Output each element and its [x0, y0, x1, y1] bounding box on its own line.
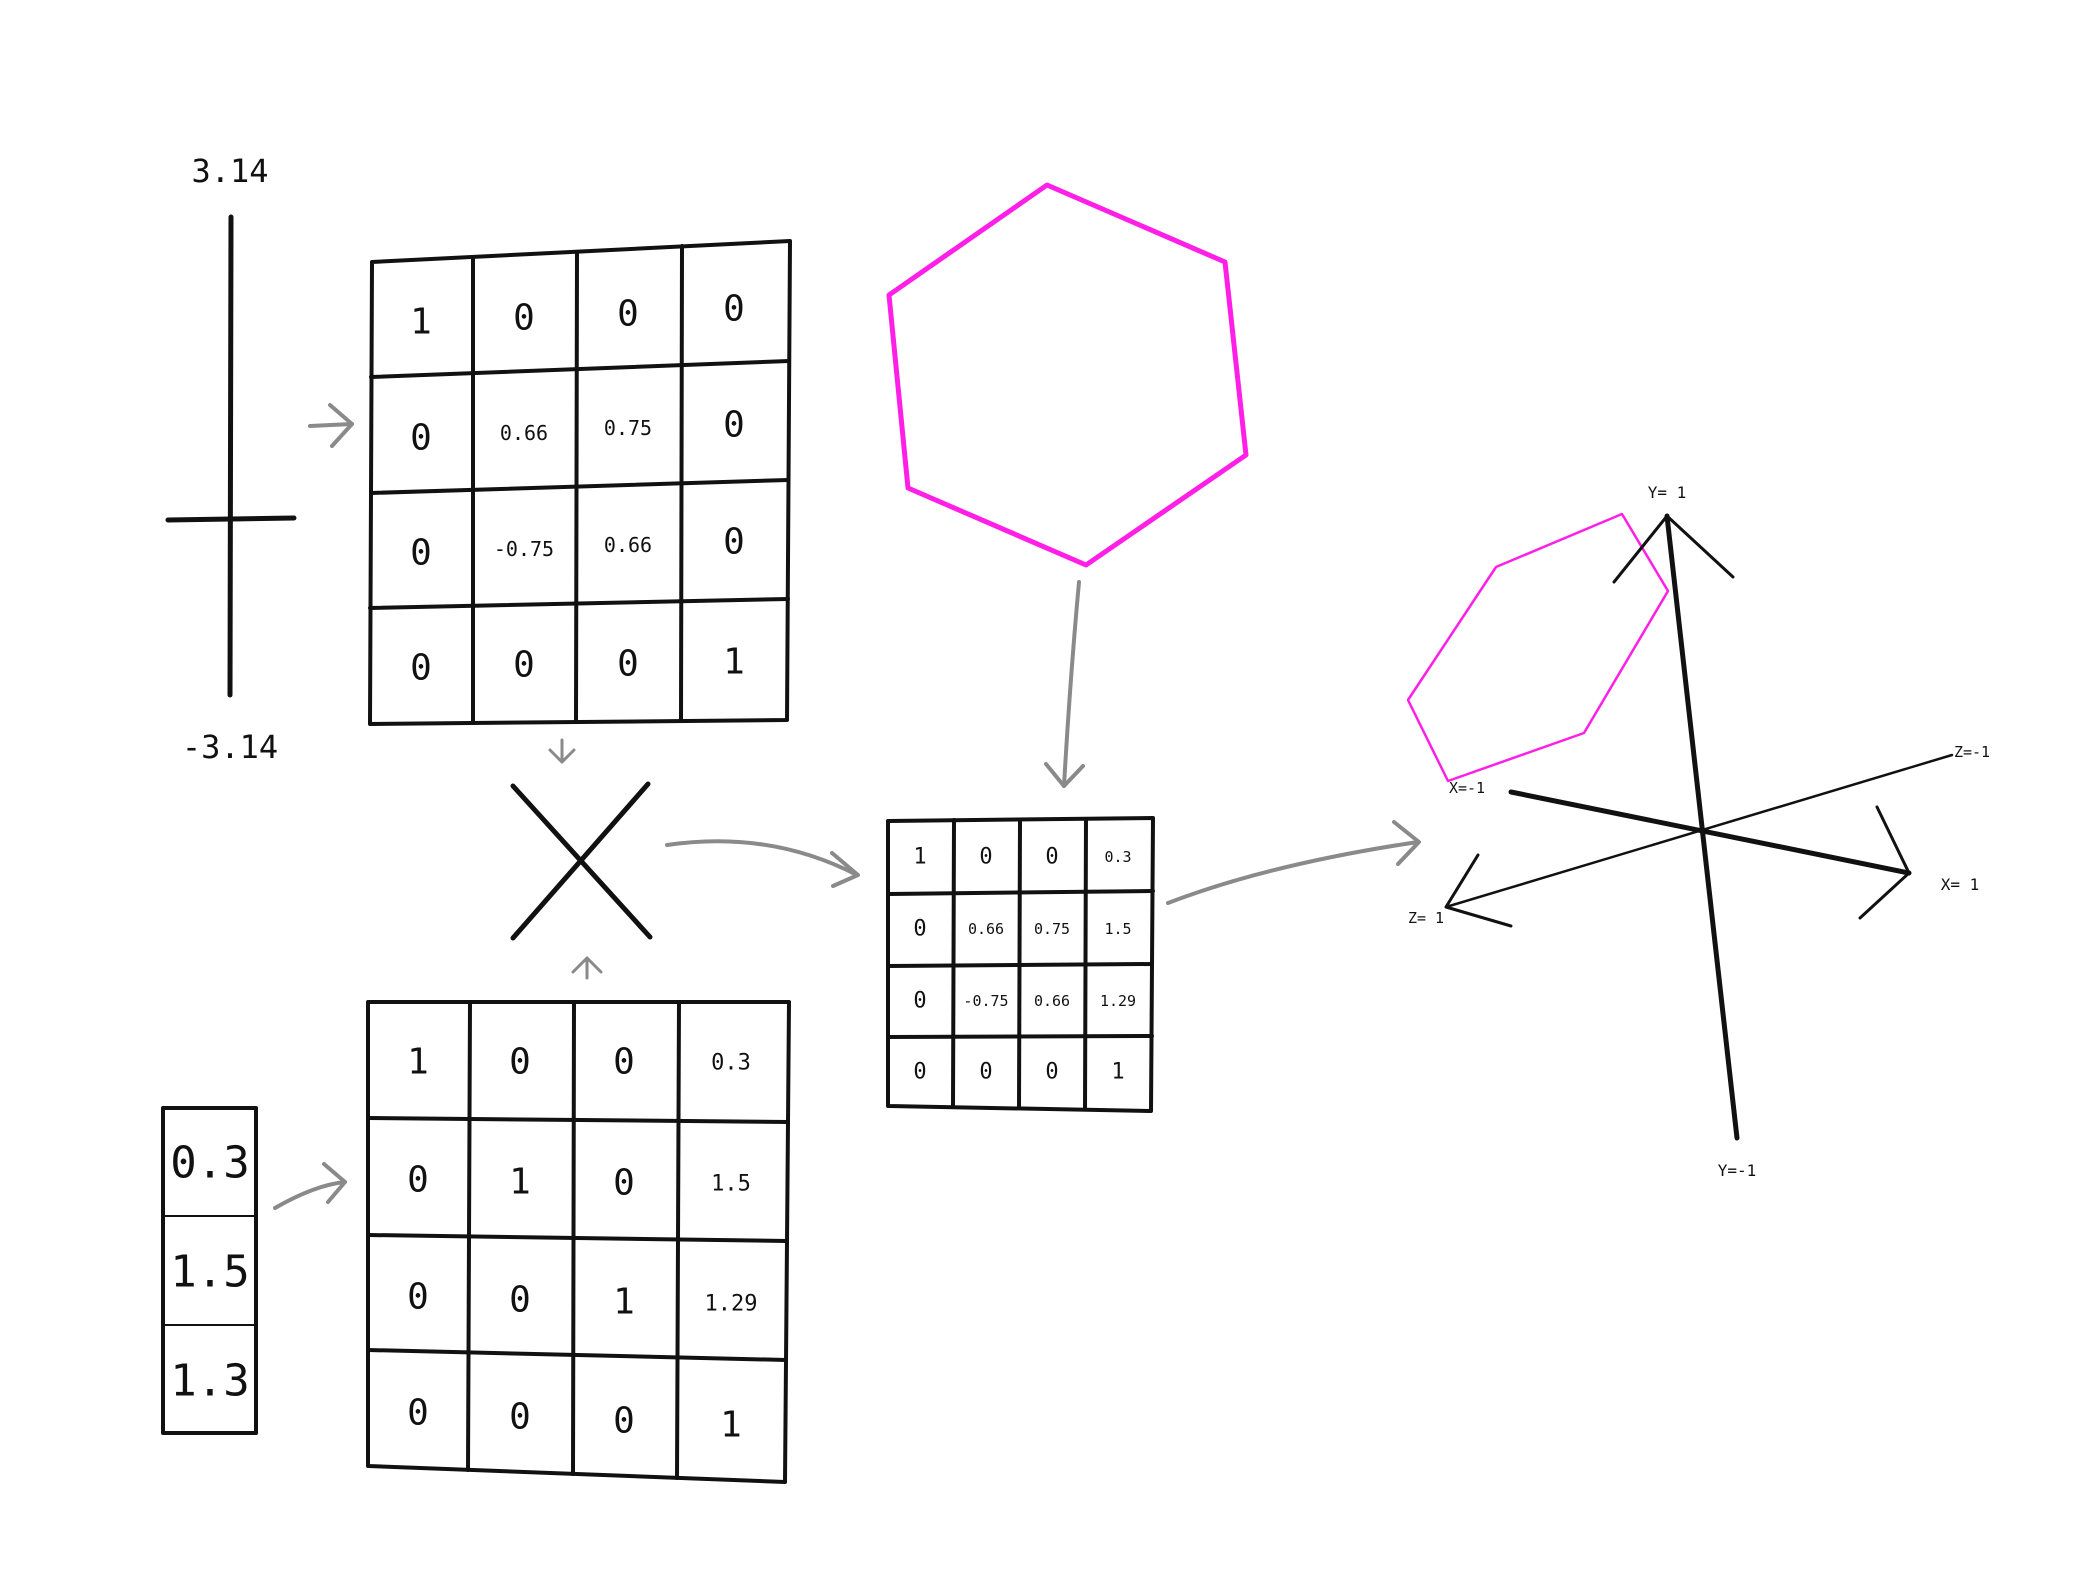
axis-label-y-neg: Y=-1 [1718, 1161, 1757, 1180]
axis-label-x-pos: X= 1 [1941, 875, 1980, 894]
result-cell-r3-c4: 1.29 [1100, 992, 1136, 1010]
translation-matrix: 1 0 0 0.3 0 1 0 1.5 0 0 1 1.29 0 0 0 1 [366, 1000, 791, 1484]
result-cell-r3-c1: 0 [913, 989, 926, 1014]
arrow-vector-to-translation [273, 1162, 347, 1210]
result-cell-r4-c1: 0 [913, 1060, 926, 1085]
axis-label-x-neg: X=-1 [1449, 779, 1485, 797]
rotation-cell-r1-c2: 0 [513, 298, 535, 339]
translation-cell-r1-c3: 0 [613, 1042, 635, 1083]
arrow-translation-to-multiply [571, 956, 603, 980]
rotation-matrix-cells: 1 0 0 0 0 0.66 0.75 0 0 -0.75 0.66 0 0 0 0 1 [410, 289, 745, 689]
axes-3d: Y= 1 Y=-1 X=-1 X= 1 Z= 1 Z=-1 [1406, 483, 1990, 1180]
result-cell-r1-c1: 1 [913, 845, 926, 870]
vector-cell-1: 0.3 [170, 1138, 249, 1189]
transformed-hexagon [1406, 512, 1670, 783]
rotation-cell-r1-c3: 0 [617, 294, 639, 335]
translation-cell-r3-c1: 0 [407, 1277, 429, 1318]
translation-cell-r3-c4: 1.29 [705, 1292, 758, 1317]
arrow-result-to-axes [1166, 820, 1421, 905]
result-matrix-cells: 1 0 0 0.3 0 0.66 0.75 1.5 0 -0.75 0.66 1.29 0 0 0 1 [913, 845, 1136, 1085]
result-cell-r1-c2: 0 [979, 845, 992, 870]
rotation-cell-r2-c1: 0 [410, 418, 432, 459]
result-cell-r4-c3: 0 [1045, 1060, 1058, 1085]
rotation-cell-r3-c4: 0 [723, 522, 745, 563]
translation-cell-r2-c2: 1 [509, 1162, 531, 1203]
multiply-icon [510, 781, 653, 941]
rotation-matrix-gridlines [368, 244, 791, 725]
vector-cell-2: 1.5 [170, 1247, 249, 1298]
translation-cell-r2-c1: 0 [407, 1160, 429, 1201]
vector-cell-3: 1.3 [170, 1356, 249, 1407]
translation-cell-r4-c3: 0 [613, 1401, 635, 1442]
translation-cell-r2-c4: 1.5 [711, 1172, 751, 1197]
rotation-cell-r2-c3: 0.75 [604, 416, 652, 440]
translation-cell-r2-c3: 0 [613, 1163, 635, 1204]
translation-cell-r3-c3: 1 [613, 1282, 635, 1323]
translation-cell-r4-c4: 1 [720, 1405, 742, 1446]
translation-matrix-gridlines [366, 1000, 790, 1480]
slider-track[interactable] [227, 214, 234, 698]
translation-vector: 0.3 1.5 1.3 [161, 1106, 258, 1435]
translation-cell-r1-c4: 0.3 [711, 1051, 751, 1076]
rotation-cell-r2-c2: 0.66 [500, 421, 548, 445]
rotation-cell-r2-c4: 0 [723, 405, 745, 446]
translation-matrix-cells: 1 0 0 0.3 0 1 0 1.5 0 0 1 1.29 0 0 0 1 [407, 1042, 757, 1446]
rotation-matrix: 1 0 0 0 0 0.66 0.75 0 0 -0.75 0.66 0 0 0 0 1 [368, 239, 792, 726]
translation-vector-cells: 0.3 1.5 1.3 [170, 1138, 249, 1407]
result-cell-r1-c4: 0.3 [1104, 848, 1131, 866]
result-cell-r4-c4: 1 [1111, 1060, 1124, 1085]
rotation-cell-r4-c3: 0 [617, 644, 639, 685]
result-cell-r4-c2: 0 [979, 1060, 992, 1085]
result-matrix: 1 0 0 0.3 0 0.66 0.75 1.5 0 -0.75 0.66 1.29 0 0 0 1 [886, 816, 1155, 1113]
slider-min-label: -3.14 [182, 728, 278, 766]
rotation-slider[interactable]: 3.14 -3.14 [165, 152, 297, 766]
result-cell-r2-c4: 1.5 [1104, 920, 1131, 938]
translation-cell-r4-c1: 0 [407, 1393, 429, 1434]
result-cell-r1-c3: 0 [1045, 845, 1058, 870]
result-cell-r3-c2: -0.75 [963, 992, 1008, 1010]
rotation-cell-r4-c4: 1 [723, 642, 745, 683]
axis-label-z-pos: Z= 1 [1408, 909, 1444, 927]
translation-cell-r3-c2: 0 [509, 1280, 531, 1321]
rotation-cell-r4-c1: 0 [410, 648, 432, 689]
rotation-cell-r4-c2: 0 [513, 645, 535, 686]
rotation-cell-r1-c1: 1 [410, 302, 432, 343]
slider-max-label: 3.14 [191, 152, 268, 190]
translation-cell-r4-c2: 0 [509, 1397, 531, 1438]
hexagon-shape [886, 182, 1249, 568]
rotation-cell-r1-c4: 0 [723, 289, 745, 330]
arrow-multiply-to-result [665, 839, 860, 888]
result-matrix-gridlines [886, 817, 1155, 1111]
rotation-cell-r3-c3: 0.66 [604, 533, 652, 557]
arrow-rotation-to-multiply [548, 738, 576, 764]
axis-label-z-neg: Z=-1 [1954, 743, 1990, 761]
arrow-slider-to-rotation [308, 403, 354, 448]
axis-label-y-pos: Y= 1 [1648, 483, 1687, 502]
arrow-hexagon-to-result [1044, 580, 1085, 788]
rotation-cell-r3-c2: -0.75 [494, 537, 554, 561]
translation-cell-r1-c1: 1 [407, 1042, 429, 1083]
slider-handle[interactable] [165, 515, 297, 523]
translation-cell-r1-c2: 0 [509, 1042, 531, 1083]
result-cell-r3-c3: 0.66 [1034, 992, 1070, 1010]
result-cell-r2-c2: 0.66 [968, 920, 1004, 938]
result-cell-r2-c3: 0.75 [1034, 920, 1070, 938]
rotation-cell-r3-c1: 0 [410, 533, 432, 574]
result-cell-r2-c1: 0 [913, 917, 926, 942]
